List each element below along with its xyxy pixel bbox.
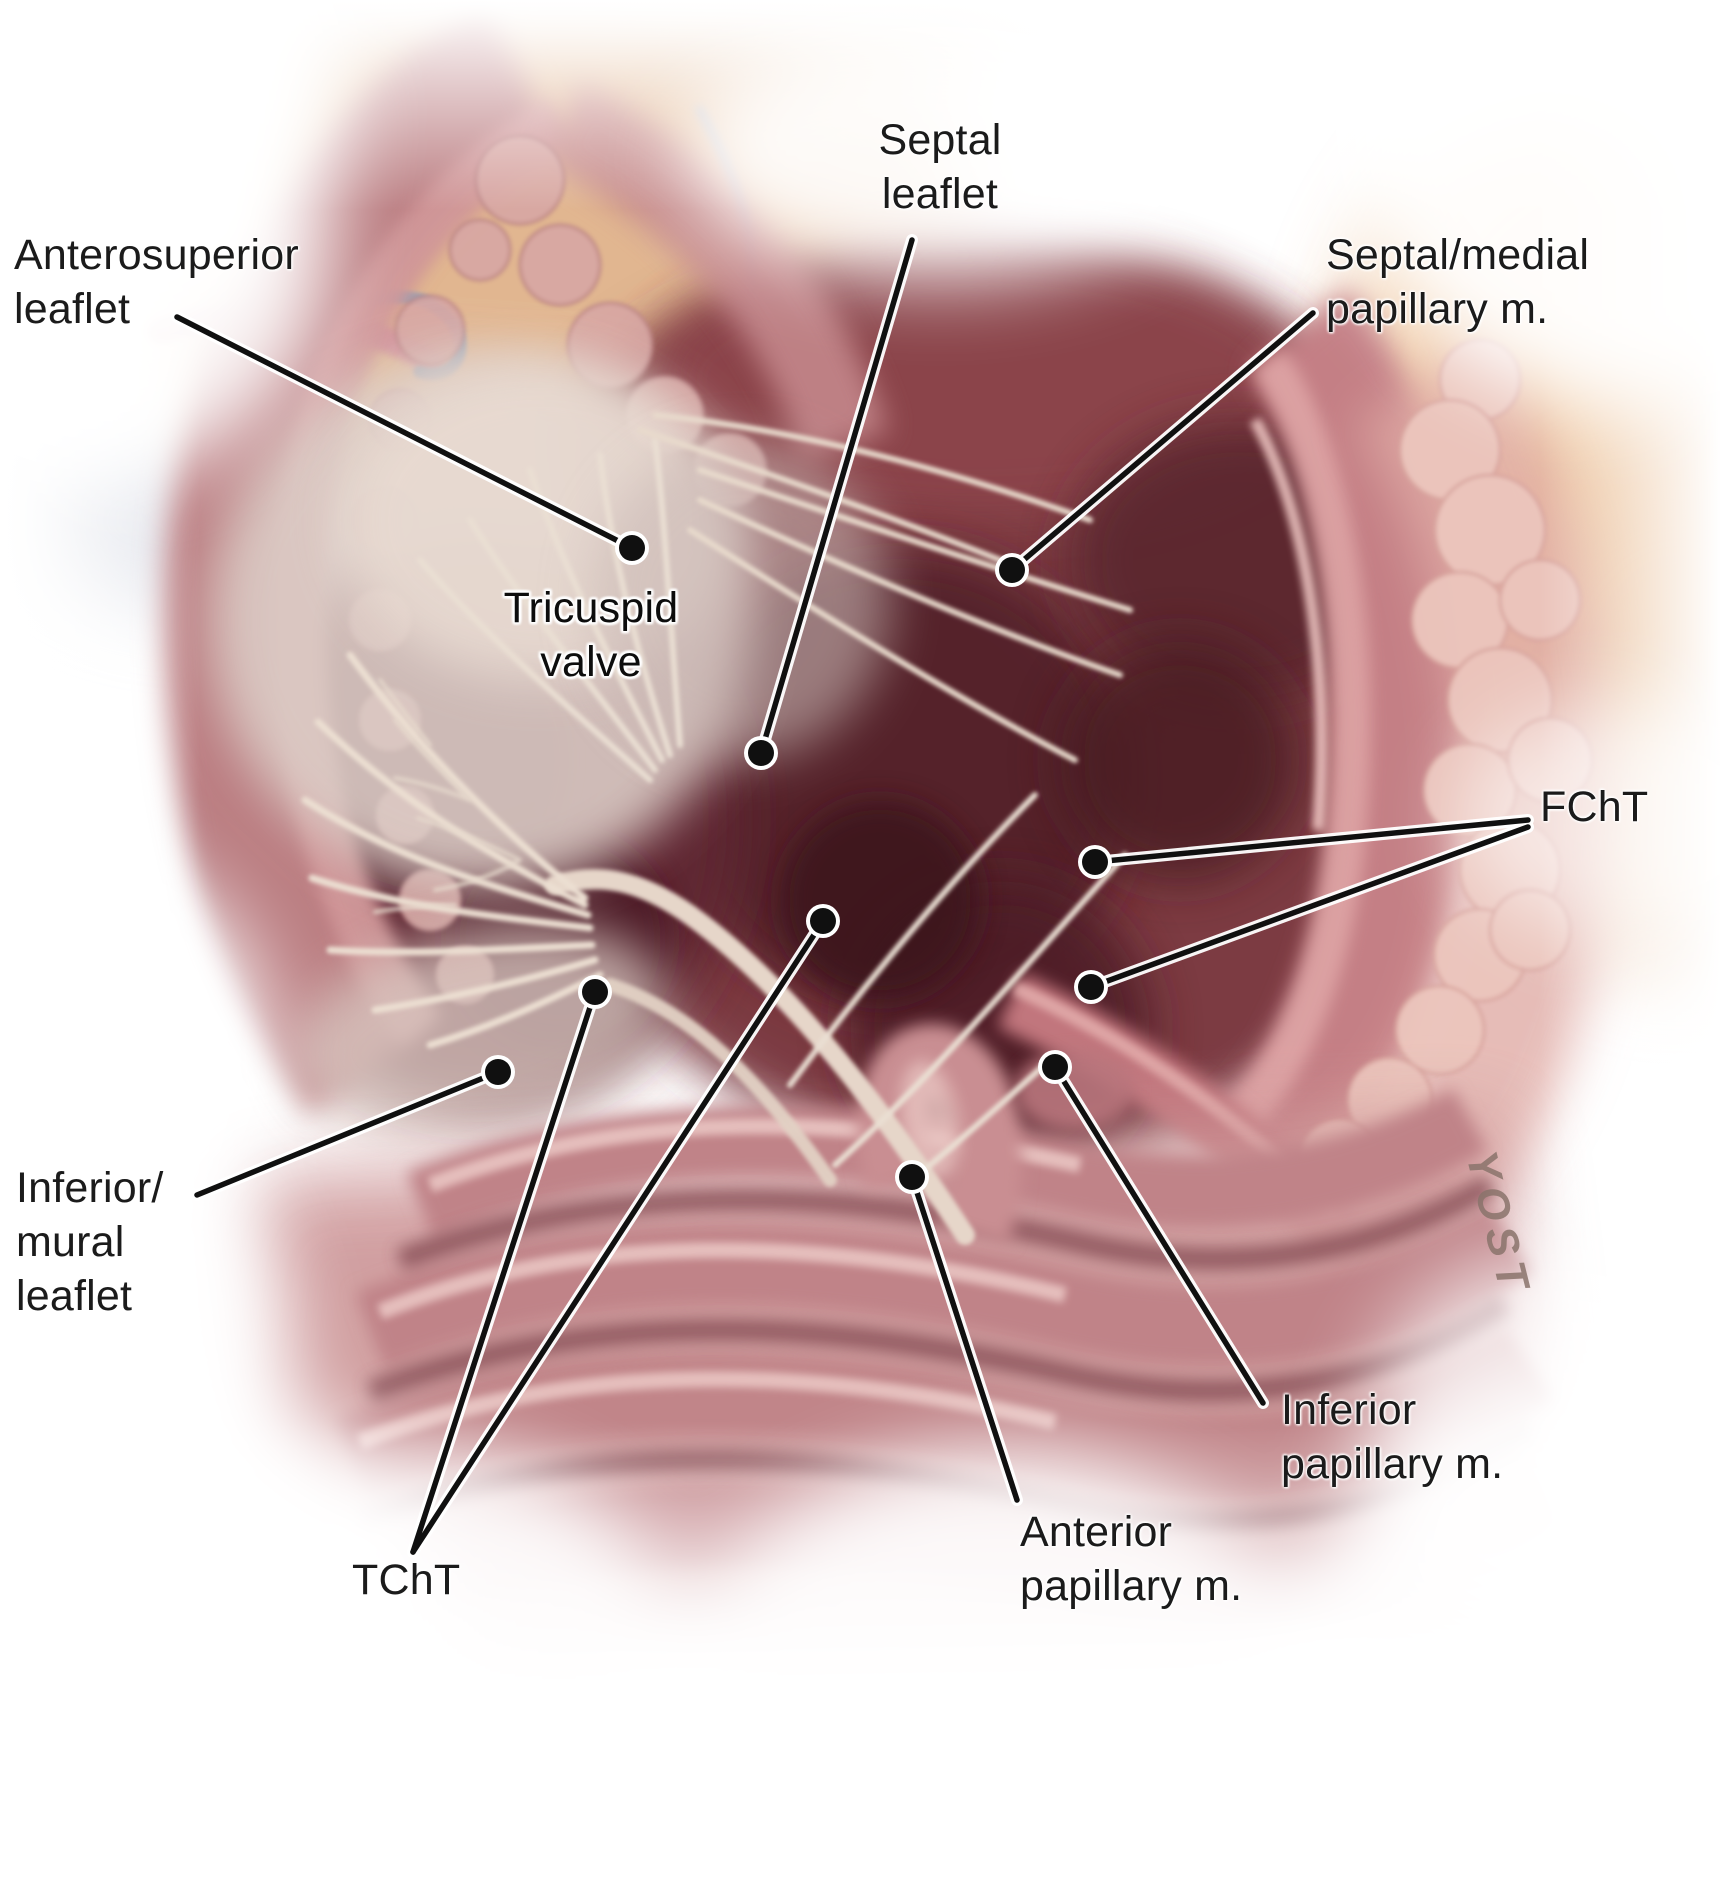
dot-inferior-mural-leaflet [485,1059,511,1085]
leader-fcht-lower [1088,824,1531,990]
label-tricuspid-valve: Tricuspid valve [503,584,679,686]
dot-inferior-papillary [1042,1054,1068,1080]
septal-band-sheen [1249,417,1328,831]
leader-anterosuperior-leaflet [174,314,635,551]
dot-anterior-papillary [899,1164,925,1190]
label-anterior-papillary: Anterior papillary m. [1020,1508,1243,1610]
dot-tcht-left [582,979,608,1005]
chordae-tendineae [301,412,1133,1245]
label-fcht: FChT [1540,783,1649,831]
septal-band-edge [1211,349,1371,1150]
anchor-dots [481,531,1112,1194]
cavity-recess-5 [1060,640,1300,880]
leader-septal-leaflet [758,237,915,756]
leader-line-cores [174,237,1531,1555]
dot-septal-medial-papillary [999,557,1025,583]
leader-fcht-upper [1092,817,1531,865]
label-septal-medial-papillary: Septal/medial papillary m. [1326,231,1590,333]
leader-anterior-papillary [909,1174,1020,1503]
leader-tcht-left [410,989,598,1555]
leader-inferior-mural-leaflet [194,1069,501,1198]
septal-band [1216,286,1471,1210]
anchor-dot-cores [485,535,1108,1190]
dot-tcht-right [810,908,836,934]
label-inferior-mural-leaflet: Inferior/ mural leaflet [16,1164,164,1320]
dot-fcht-upper [1082,849,1108,875]
dot-anterosuperior-leaflet [619,535,645,561]
dot-fcht-lower [1078,974,1104,1000]
cavity-recess-4 [780,800,980,1000]
dot-septal-leaflet [748,740,774,766]
label-anterosuperior-leaflet: Anterosuperior leaflet [14,231,299,333]
leader-inferior-papillary [1052,1064,1266,1406]
leader-septal-medial-papillary [1009,310,1316,573]
leader-lines [171,234,1534,1558]
leader-tcht-right [410,918,826,1555]
label-septal-leaflet: Septal leaflet [878,116,1002,218]
label-inferior-papillary: Inferior papillary m. [1281,1386,1504,1488]
label-tcht: TChT [352,1556,461,1604]
